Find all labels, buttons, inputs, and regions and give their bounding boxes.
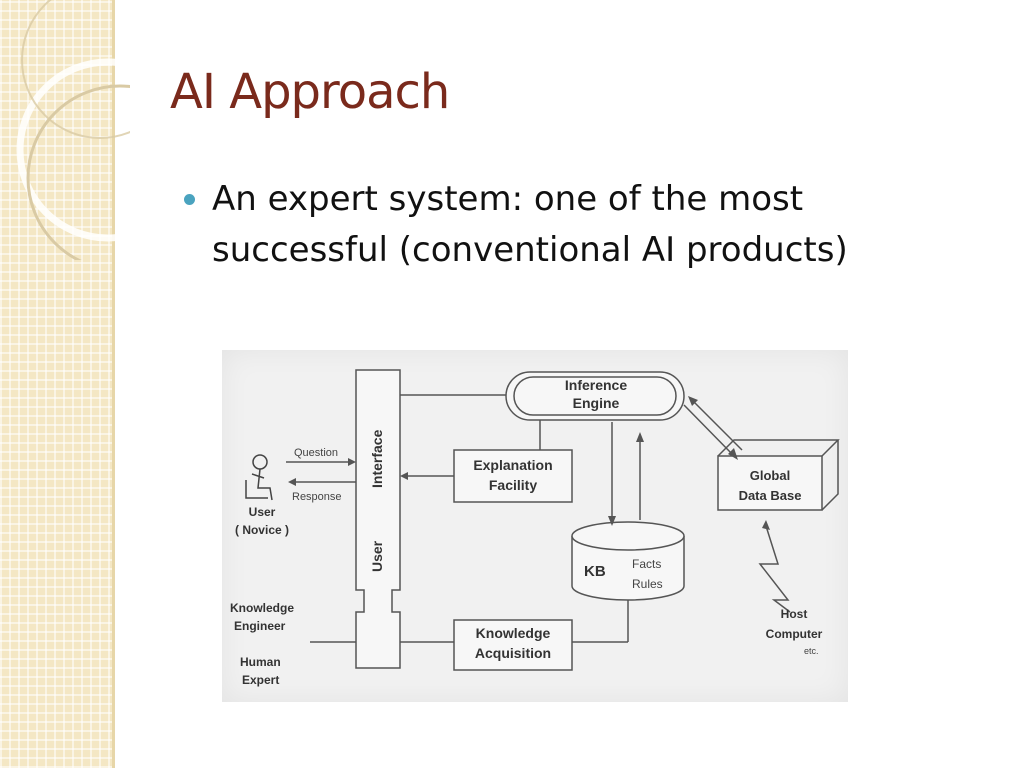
acquisition-label-2: Acquisition [475, 645, 551, 661]
global-label-2: Data Base [739, 488, 802, 503]
explanation-label-1: Explanation [473, 457, 552, 473]
kb-rules-label: Rules [632, 577, 663, 591]
knowledge-acquisition-box [453, 619, 573, 671]
user-label: User [369, 540, 385, 572]
slide-title: AI Approach [170, 64, 450, 120]
inference-engine-inner [513, 376, 677, 416]
bullet-text: An expert system: one of the most succes… [212, 179, 848, 270]
user-novice-1: User [249, 505, 276, 519]
user-interface-column [355, 369, 401, 669]
human-expert-2: Expert [242, 673, 279, 687]
inference-label-1: Inference [565, 377, 627, 393]
host-label-3: etc. [804, 646, 819, 656]
inference-engine-box [505, 371, 685, 421]
host-label-2: Computer [766, 627, 823, 641]
global-label-1: Global [750, 468, 790, 483]
strip-edge [112, 0, 115, 768]
host-label-1: Host [781, 607, 808, 621]
acquisition-label-1: Knowledge [476, 625, 551, 641]
kb-cylinder [571, 536, 685, 601]
kb-label: KB [584, 563, 606, 580]
bullet-dot-icon [184, 194, 195, 205]
knowledge-engineer-1: Knowledge [230, 601, 294, 615]
explanation-label-2: Facility [489, 477, 537, 493]
kb-facts-label: Facts [632, 557, 661, 571]
question-label: Question [294, 447, 338, 459]
user-novice-2: ( Novice ) [235, 523, 289, 537]
human-expert-1: Human [240, 655, 281, 669]
response-label: Response [292, 491, 342, 503]
interface-label: Interface [369, 429, 385, 488]
inference-label-2: Engine [573, 395, 620, 411]
explanation-facility-box [453, 449, 573, 503]
knowledge-engineer-2: Engineer [234, 619, 286, 633]
user-figure-icon [245, 454, 273, 501]
decorative-circles [16, 0, 130, 260]
decorative-strip [0, 0, 112, 768]
expert-system-diagram: Interface User Inference Engine Explanat… [222, 350, 848, 702]
